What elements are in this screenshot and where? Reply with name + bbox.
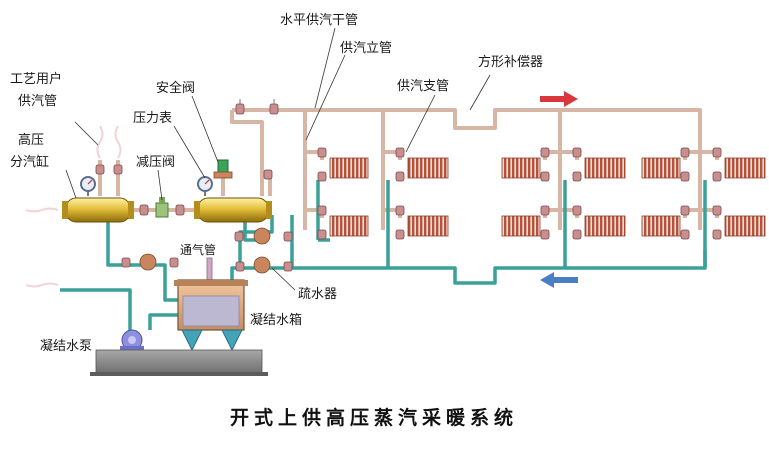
steam-wisps <box>25 125 122 288</box>
valve-icon <box>317 229 327 240</box>
label-pressure-gauge: 压力表 <box>133 111 172 126</box>
label-supply-riser: 供汽立管 <box>340 41 392 56</box>
valve-icon <box>572 229 582 240</box>
valve-icon <box>234 231 244 242</box>
radiator <box>724 157 766 179</box>
valve-icon <box>540 229 550 240</box>
valve-icon <box>395 171 405 182</box>
steam-traps <box>139 227 271 274</box>
label-hp-header-2: 分汽缸 <box>10 154 49 170</box>
radiator <box>584 157 626 179</box>
label-steam-trap: 疏水器 <box>298 287 337 302</box>
valve-icon <box>712 229 722 240</box>
valve-icon <box>175 204 185 216</box>
label-process-user-1: 工艺用户 <box>10 71 62 87</box>
valve-icon <box>269 99 279 115</box>
valve-icon <box>395 205 405 216</box>
return-flow-arrow-icon <box>540 272 578 288</box>
radiator <box>501 215 541 237</box>
hp-header-2 <box>194 197 272 223</box>
label-process-user-2: 供汽管 <box>18 94 57 109</box>
vent-pipe <box>206 257 213 281</box>
valve-icon <box>283 231 293 242</box>
safety-valve-icon <box>213 159 233 179</box>
steam-trap-icon <box>139 253 157 271</box>
valve-icon <box>235 261 245 272</box>
pressure-gauge-icon <box>80 176 96 196</box>
label-condensate-tank: 凝结水箱 <box>250 312 302 328</box>
radiator <box>641 215 681 237</box>
main-supply-pipe <box>232 108 702 185</box>
valve-icon <box>283 261 293 272</box>
valve-icon <box>572 147 582 158</box>
valve-icon <box>395 229 405 240</box>
valve-icon <box>540 171 550 182</box>
valve-icon <box>235 99 245 115</box>
radiator <box>501 157 541 179</box>
valve-icon <box>317 171 327 182</box>
label-safety-valve: 安全阀 <box>156 80 195 96</box>
header2-condensate <box>243 222 258 242</box>
valve-icon <box>680 171 690 182</box>
label-supply-branch: 供汽支管 <box>397 79 449 94</box>
radiator <box>329 215 369 237</box>
valve-icon <box>95 164 105 175</box>
label-main-supply-pipe: 水平供汽干管 <box>280 13 358 28</box>
valve-icon <box>712 147 722 158</box>
valve-icon <box>317 205 327 216</box>
radiator <box>329 157 369 179</box>
valve-icon <box>540 147 550 158</box>
valve-icon <box>680 229 690 240</box>
diagram-title: 开式上供高压蒸汽采暖系统 <box>230 406 518 429</box>
leader-lines <box>65 27 491 291</box>
riser-from-header <box>230 110 264 196</box>
valves <box>95 99 722 272</box>
radiator <box>641 157 681 179</box>
supply-flow-arrow-icon <box>540 91 578 107</box>
valve-icon <box>540 205 550 216</box>
header1-drain-pipe <box>106 222 180 302</box>
radiator <box>407 215 449 237</box>
valve-icon <box>572 171 582 182</box>
label-condensate-pump: 凝结水泵 <box>40 338 92 354</box>
radiator <box>407 157 449 179</box>
label-hp-header-1: 高压 <box>18 132 44 148</box>
steam-trap-icon <box>253 227 271 245</box>
valve-icon <box>680 205 690 216</box>
condensate-tank <box>174 279 248 331</box>
valve-icon <box>121 257 131 268</box>
valve-icon <box>712 171 722 182</box>
valve-icon <box>712 205 722 216</box>
main-return-pipe <box>290 250 707 285</box>
valve-icon <box>139 204 149 216</box>
valve-icon <box>317 147 327 158</box>
valve-icon <box>572 205 582 216</box>
valve-icon <box>263 169 273 180</box>
valve-icon <box>113 164 123 175</box>
label-pressure-reducing-valve: 减压阀 <box>136 155 175 170</box>
valve-icon <box>395 147 405 158</box>
steam-trap-icon <box>253 256 271 274</box>
valve-icon <box>169 257 179 268</box>
radiators <box>329 157 766 237</box>
ground-platform <box>90 349 268 376</box>
valve-icon <box>680 147 690 158</box>
label-square-compensator: 方形补偿器 <box>478 54 543 70</box>
labels: 水平供汽干管 供汽立管 方形补偿器 供汽支管 工艺用户 供汽管 安全阀 压力表 … <box>10 13 543 354</box>
hp-header-1 <box>62 197 134 223</box>
radiator <box>724 215 766 237</box>
tank-supports <box>181 329 243 352</box>
radiator <box>584 215 626 237</box>
label-vent-pipe: 通气管 <box>180 242 216 257</box>
condensate-pump-icon <box>120 329 144 352</box>
pressure-gauge-icon <box>197 176 213 196</box>
pump-outlet-pipe <box>60 288 132 335</box>
tank-to-pump-pipe <box>148 313 178 330</box>
